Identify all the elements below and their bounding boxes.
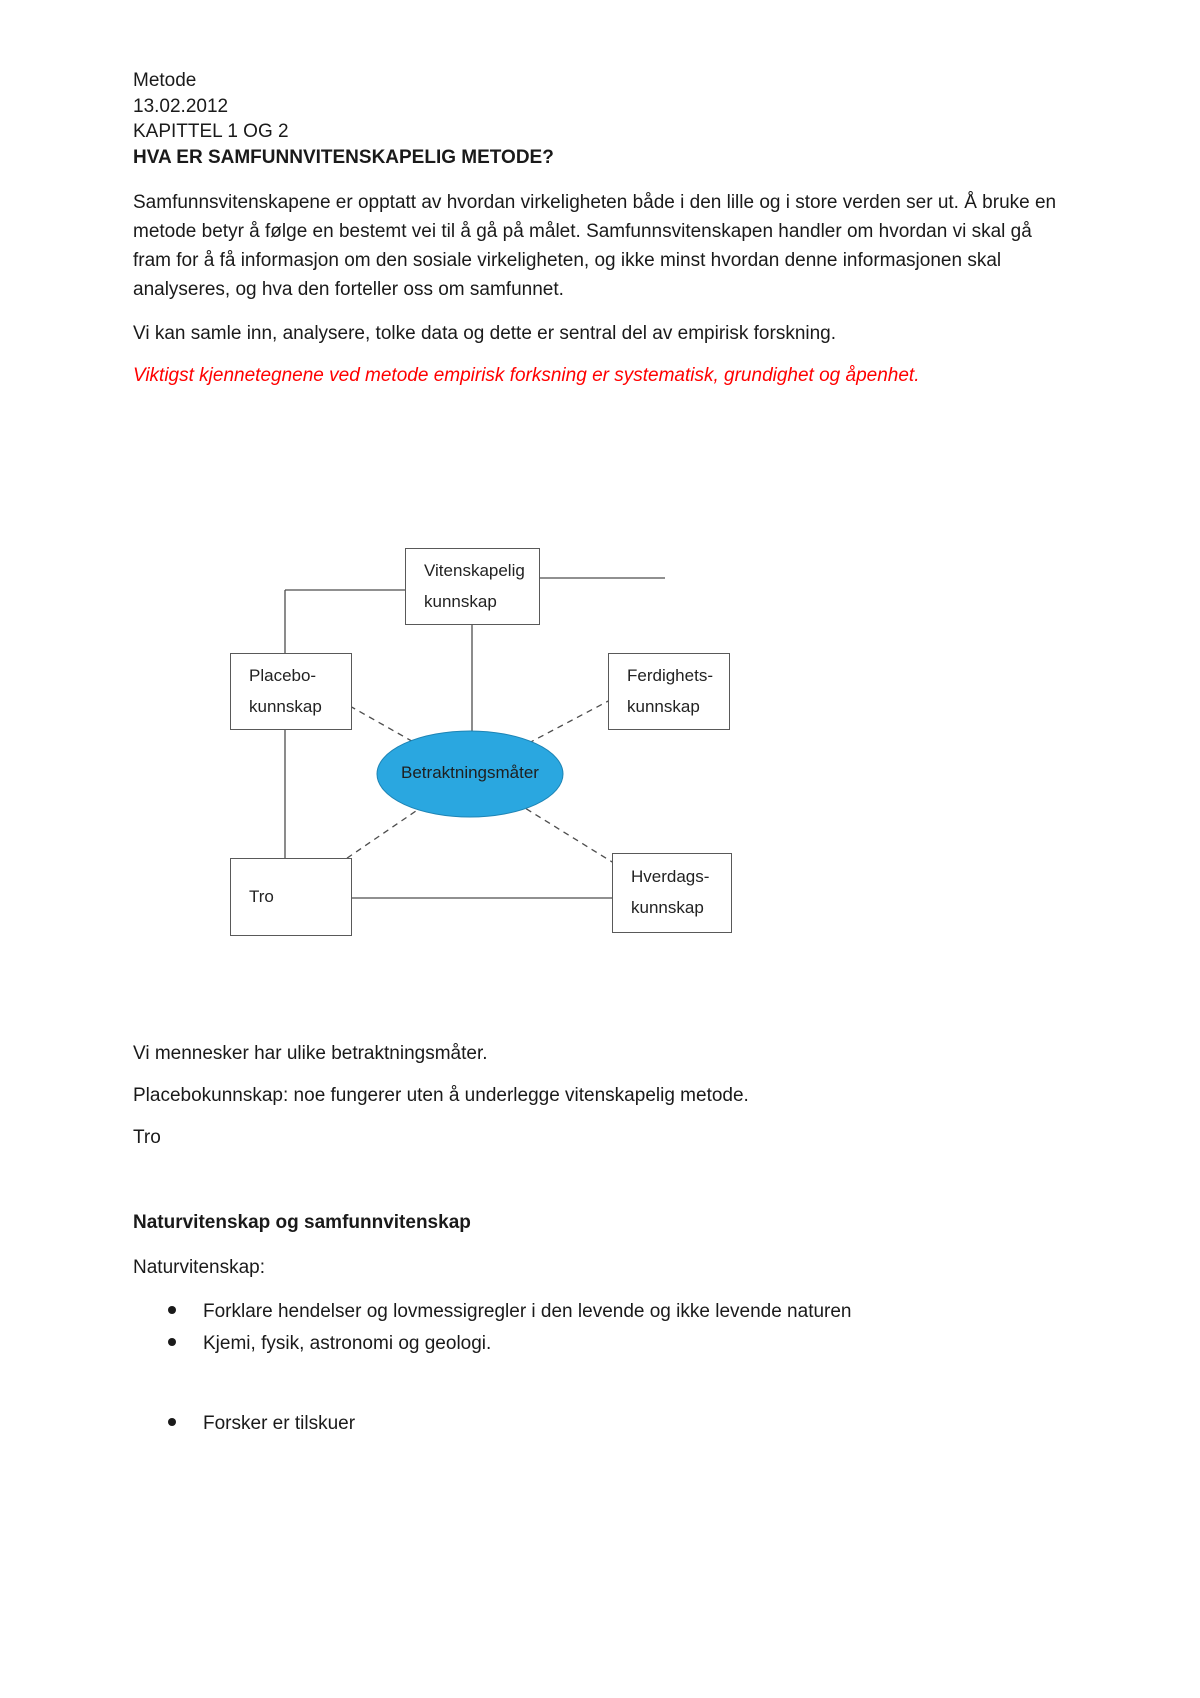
bullet-icon <box>168 1306 176 1314</box>
paragraph-tro: Tro <box>133 1127 161 1148</box>
bullet-text: Kjemi, fysik, astronomi og geologi. <box>203 1333 492 1354</box>
paragraph-betraktningsmater: Vi mennesker har ulike betraktningsmåter… <box>133 1043 488 1064</box>
bullet-text: Forsker er tilskuer <box>203 1413 356 1434</box>
bullet-text: Forklare hendelser og lovmessigregler i … <box>203 1301 852 1322</box>
doc-subject: Metode <box>133 70 197 91</box>
line-dashed-to-tro <box>317 773 471 879</box>
list-item: Kjemi, fysik, astronomi og geologi. <box>133 1328 1067 1360</box>
list-item: Forsker er tilskuer <box>133 1408 1067 1440</box>
doc-chapter: KAPITTEL 1 OG 2 <box>133 121 289 142</box>
betraktningsmater-ellipse <box>376 730 564 818</box>
paragraph-empirisk: Vi kan samle inn, analysere, tolke data … <box>133 323 837 344</box>
diagram-box-tro: Tro <box>230 858 352 936</box>
section-heading-naturvitenskap: Naturvitenskap og samfunnvitenskap <box>133 1212 471 1233</box>
diagram-box-vitenskapelig-kunnskap: Vitenskapelig kunnskap <box>405 548 540 625</box>
diagram-box-placebo-kunnskap: Placebo- kunnskap <box>230 653 352 730</box>
diagram-center-label: Betraktningsmåter <box>401 763 539 782</box>
line-dashed-to-ferdighets <box>469 687 634 775</box>
paragraph-red-note: Viktigst kjennetegnene ved metode empiri… <box>133 365 920 386</box>
list-item: Forklare hendelser og lovmessigregler i … <box>133 1296 1067 1328</box>
page-title: HVA ER SAMFUNNVITENSKAPELIG METODE? <box>133 146 554 168</box>
diagram-box-hverdags-kunnskap: Hverdags- kunnskap <box>612 853 732 933</box>
paragraph-placebokunnskap: Placebokunnskap: noe fungerer uten å und… <box>133 1085 749 1106</box>
bullet-icon <box>168 1418 176 1426</box>
knowledge-diagram: Vitenskapelig kunnskap Placebo- kunnskap… <box>133 543 1065 943</box>
section-subheading: Naturvitenskap: <box>133 1257 266 1278</box>
bullet-list-forsker: Forsker er tilskuer <box>133 1408 1067 1440</box>
paragraph-intro: Samfunnsvitenskapene er opptatt av hvord… <box>133 192 1057 300</box>
document-page: Metode 13.02.2012 KAPITTEL 1 OG 2 HVA ER… <box>133 70 1067 1440</box>
bullet-icon <box>168 1338 176 1346</box>
bullet-list-naturvitenskap: Forklare hendelser og lovmessigregler i … <box>133 1296 1067 1360</box>
diagram-box-ferdighets-kunnskap: Ferdighets- kunnskap <box>608 653 730 730</box>
doc-date: 13.02.2012 <box>133 95 229 117</box>
